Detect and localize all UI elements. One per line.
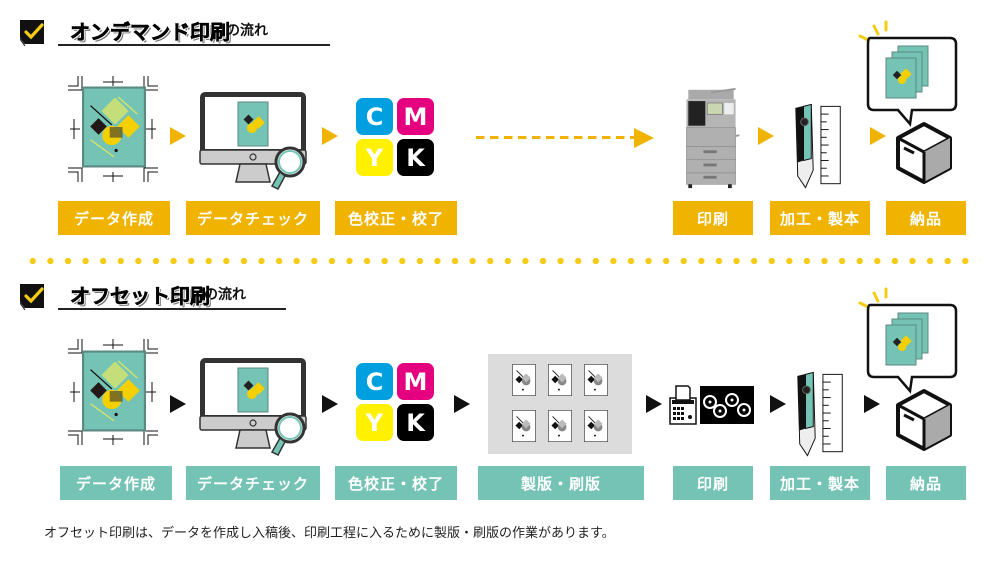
flow-arrow-icon <box>322 127 338 145</box>
step-label-data-check: データチェック <box>186 201 320 235</box>
checkmark-icon <box>20 20 48 46</box>
step-label-data-check: データチェック <box>186 466 320 500</box>
cmyk-magenta: M <box>397 363 434 400</box>
offset-press-icon <box>668 384 808 426</box>
heading-subtitle: の流れ <box>204 287 246 303</box>
cutter-ruler-icon <box>790 102 848 190</box>
dotted-divider <box>24 257 980 265</box>
step-label-color-proof: 色校正・校了 <box>335 201 457 235</box>
artwork-document-icon <box>82 346 146 436</box>
cmyk-icon: C M Y K <box>356 363 436 443</box>
checkmark-icon <box>20 284 48 310</box>
step-label-finishing: 加工・製本 <box>770 466 870 500</box>
flow-arrow-icon <box>170 395 186 413</box>
plate-page-icon <box>548 410 572 442</box>
cutter-ruler-icon <box>792 370 850 458</box>
cmyk-cyan: C <box>356 363 393 400</box>
flow-arrow-icon <box>770 395 786 413</box>
delivery-box-icon <box>858 287 968 457</box>
plate-page-icon <box>512 364 536 396</box>
heading-underline <box>58 308 286 310</box>
dashed-flow-line <box>476 136 636 139</box>
step-label-delivery: 納品 <box>886 201 966 235</box>
monitor-magnifier-icon <box>195 356 311 456</box>
cmyk-black: K <box>397 404 434 441</box>
cmyk-magenta: M <box>397 98 434 135</box>
flow-arrow-icon <box>634 128 654 148</box>
cmyk-black: K <box>397 139 434 176</box>
delivery-box-icon <box>858 20 968 190</box>
plate-page-icon <box>512 410 536 442</box>
step-label-delivery: 納品 <box>886 466 966 500</box>
plate-page-icon <box>548 364 572 396</box>
footer-note: オフセット印刷は、データを作成し入稿後、印刷工程に入るために製版・刷版の作業があ… <box>44 526 615 541</box>
flow-arrow-icon <box>454 395 470 413</box>
heading-subtitle: の流れ <box>226 23 268 39</box>
cmyk-yellow: Y <box>356 404 393 441</box>
digital-printer-icon <box>680 86 742 190</box>
section-heading-on-demand: オンデマンド印刷 の流れ <box>20 16 330 50</box>
flow-arrow-icon <box>870 127 886 145</box>
plate-page-icon <box>584 364 608 396</box>
flow-arrow-icon <box>646 395 662 413</box>
step-label-data-creation: データ作成 <box>60 466 172 500</box>
flow-arrow-icon <box>322 395 338 413</box>
flow-arrow-icon <box>170 127 186 145</box>
monitor-magnifier-icon <box>195 90 311 190</box>
heading-title: オフセット印刷 <box>70 284 211 309</box>
step-label-data-creation: データ作成 <box>58 201 170 235</box>
cmyk-yellow: Y <box>356 139 393 176</box>
plate-page-icon <box>584 410 608 442</box>
step-label-printing: 印刷 <box>673 466 753 500</box>
cmyk-icon: C M Y K <box>356 98 436 178</box>
artwork-document-icon <box>82 82 146 172</box>
flow-arrow-icon <box>758 127 774 145</box>
section-heading-offset: オフセット印刷 の流れ <box>20 280 300 314</box>
step-label-plate-making: 製版・刷版 <box>478 466 644 500</box>
printing-plates-icon <box>488 354 632 454</box>
step-label-finishing: 加工・製本 <box>770 201 870 235</box>
heading-underline <box>58 44 330 46</box>
flow-arrow-icon <box>864 395 880 413</box>
heading-title: オンデマンド印刷 <box>70 20 231 45</box>
step-label-color-proof: 色校正・校了 <box>335 466 457 500</box>
cmyk-cyan: C <box>356 98 393 135</box>
step-label-printing: 印刷 <box>673 201 753 235</box>
